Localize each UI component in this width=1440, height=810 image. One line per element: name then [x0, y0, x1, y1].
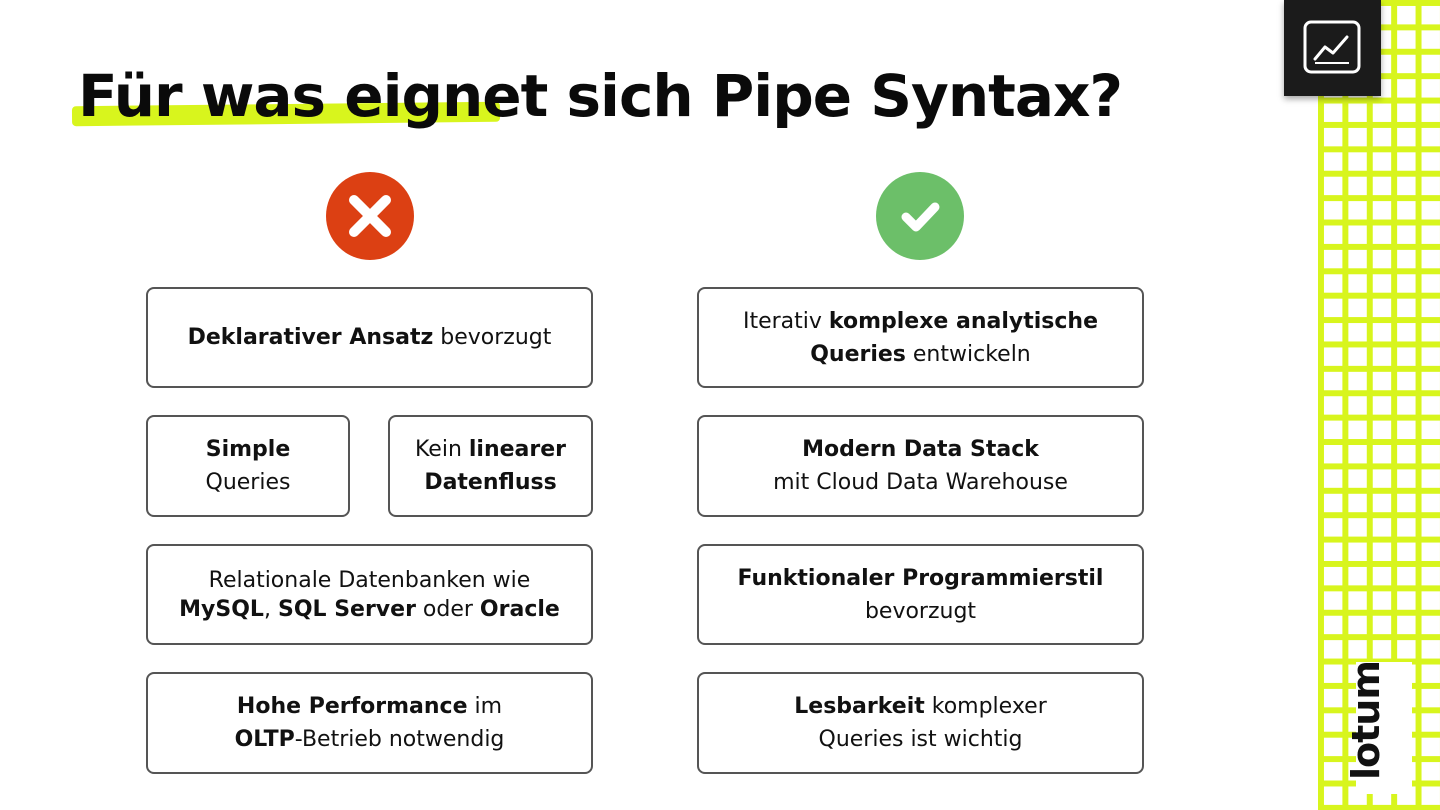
positive-card-modern-data-stack: Modern Data Stack mit Cloud Data Warehou…: [697, 415, 1144, 517]
slide-title: Für was eignet sich Pipe Syntax?: [78, 62, 1123, 130]
card-text: -Betrieb notwendig: [294, 727, 505, 752]
chart-icon-box: [1284, 0, 1381, 96]
card-text: Kein: [414, 437, 469, 462]
card-text: ,: [263, 596, 278, 622]
card-text-bold: Queries: [810, 341, 906, 367]
card-text-bold: komplexe analytische: [828, 308, 1098, 334]
positive-card-readability: Lesbarkeit komplexer Queries ist wichtig: [697, 672, 1144, 774]
negative-card-performance: Hohe Performance im OLTP-Betrieb notwend…: [146, 672, 593, 774]
card-text-bold: Hohe Performance: [236, 694, 468, 719]
card-text-bold: Modern Data Stack: [802, 437, 1039, 462]
negative-card-simple-queries: Simple Queries: [146, 415, 350, 517]
x-circle-icon: [326, 172, 414, 260]
card-text-bold: SQL Server: [277, 596, 416, 622]
card-text-bold: OLTP: [234, 727, 295, 752]
positive-card-iterative: Iterativ komplexe analytische Queries en…: [697, 287, 1144, 388]
card-text-bold: Funktionaler Programmierstil: [737, 565, 1104, 591]
card-text: oder: [415, 596, 480, 622]
card-text: Queries: [205, 470, 291, 495]
card-text: entwickeln: [905, 341, 1031, 367]
lotum-logo: lotum: [1344, 661, 1388, 780]
card-text: Queries ist wichtig: [818, 727, 1023, 752]
card-text-bold: Simple: [205, 437, 291, 462]
card-text-bold: Lesbarkeit: [794, 694, 925, 719]
card-text-bold: Deklarativer Ansatz: [187, 325, 434, 350]
logo-backdrop: [1356, 662, 1412, 794]
card-text: komplexer: [924, 694, 1047, 719]
line-chart-icon: [1303, 20, 1361, 74]
card-text-bold: linearer: [468, 437, 567, 462]
negative-card-relational-db: Relationale Datenbanken wie MySQL, SQL S…: [146, 544, 593, 645]
card-text: Relationale Datenbanken wie: [208, 567, 531, 593]
card-text: im: [467, 694, 503, 719]
positive-card-functional-style: Funktionaler Programmierstil bevorzugt: [697, 544, 1144, 645]
card-text: Iterativ: [742, 308, 829, 334]
card-text-bold: MySQL: [179, 596, 264, 622]
negative-card-no-linear-flow: Kein linearer Datenfluss: [388, 415, 593, 517]
negative-card-declarative: Deklarativer Ansatz bevorzugt: [146, 287, 593, 388]
check-circle-icon: [876, 172, 964, 260]
card-text: bevorzugt: [433, 325, 552, 350]
decorative-grid: [1318, 0, 1440, 810]
card-text: bevorzugt: [864, 598, 977, 624]
card-text: mit Cloud Data Warehouse: [773, 470, 1068, 495]
card-text-bold: Oracle: [479, 596, 560, 622]
card-text-bold: Datenfluss: [424, 470, 557, 495]
